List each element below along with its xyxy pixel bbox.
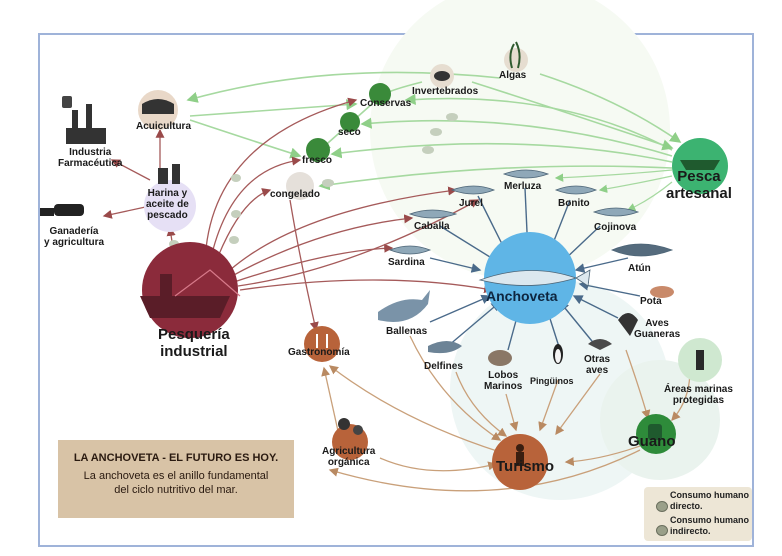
aquaculture-cage-icon (142, 99, 174, 114)
fresco-label: fresco (302, 155, 333, 166)
congelado-circle[interactable] (286, 172, 314, 200)
vegetables-icon (338, 418, 363, 435)
tower-icon (696, 350, 704, 370)
info-line-2: La anchoveta es el anillo fundamental (83, 470, 269, 482)
indirect-consumption-arrows (102, 97, 494, 332)
arrow-tokens (169, 113, 458, 248)
ship-icon (140, 269, 241, 318)
pesqueria-industrial-circle[interactable] (142, 242, 238, 338)
seaweed-icon (509, 41, 521, 69)
sea-lion-icon (488, 350, 512, 366)
direct-consumption-arrows (186, 71, 682, 191)
seco-label: seco (338, 127, 361, 138)
algas-circle[interactable] (504, 48, 528, 72)
bird-icon (588, 313, 638, 350)
tourism-arrows (321, 335, 691, 492)
penguin-icon (553, 344, 563, 364)
info-title: LA ANCHOVETA - EL FUTURO ES HOY. (73, 452, 279, 464)
legend-indirect-line1: Consumo humano (670, 515, 749, 525)
artisanal-species-arrows (554, 169, 673, 211)
guano-label: Guano (628, 433, 676, 450)
legend-direct-line1: Consumo humano (670, 490, 749, 500)
acuicultura-label: Acuicultura (136, 121, 192, 132)
whale-icon (378, 290, 430, 322)
invertebrados-label: Invertebrados (412, 86, 479, 97)
person-icon (516, 444, 524, 466)
bonito-label: Bonito (558, 198, 590, 209)
legend-indirect-line2: indirecto. (670, 526, 711, 536)
indirect-consumption-icon (656, 525, 668, 536)
info-box: LA ANCHOVETA - EL FUTURO ES HOY. La anch… (58, 440, 294, 518)
conservas-label: Conservas (360, 98, 412, 109)
conservas-circle[interactable] (369, 83, 391, 105)
algas-label: Algas (499, 70, 527, 81)
delfines-label: Delfines (424, 361, 463, 372)
info-line-3: del ciclo nutritivo del mar. (114, 484, 238, 496)
harina-circle[interactable] (144, 180, 196, 232)
boat-icon (680, 160, 720, 170)
atun-label: Atún (628, 263, 651, 274)
anchoveta-arrows (429, 187, 641, 351)
turismo-label: Turismo (496, 458, 555, 475)
caballa-label: Caballa (414, 221, 450, 232)
congelado-label: congelado (270, 189, 321, 200)
squid-icon (650, 286, 674, 298)
anchoveta-label: Anchoveta (486, 288, 558, 304)
pinguinos-label: Pingüinos (530, 376, 574, 386)
merluza-label: Merluza (504, 181, 542, 192)
fishmeal-bag-icon (158, 164, 180, 184)
sardina-label: Sardina (388, 257, 425, 268)
jurel-label: Jurel (459, 198, 483, 209)
legend: Consumo humano directo. Consumo humano i… (644, 487, 752, 541)
seco-circle[interactable] (340, 112, 360, 132)
pota-label: Pota (640, 296, 662, 307)
dolphin-icon (428, 341, 462, 354)
gastronomia-label: Gastronomía (288, 347, 350, 358)
cutlery-icon (316, 334, 328, 348)
ballenas-label: Ballenas (386, 326, 428, 337)
crab-icon (434, 71, 450, 81)
factory-icon (62, 96, 106, 144)
sack-icon (648, 424, 662, 440)
direct-consumption-icon (656, 501, 668, 512)
gastronomia-circle[interactable] (304, 326, 340, 362)
cojinova-label: Cojinova (594, 222, 637, 233)
legend-direct-line2: directo. (670, 501, 703, 511)
fish-icon (388, 169, 674, 287)
fresco-circle[interactable] (306, 138, 330, 162)
cow-icon (40, 204, 84, 216)
